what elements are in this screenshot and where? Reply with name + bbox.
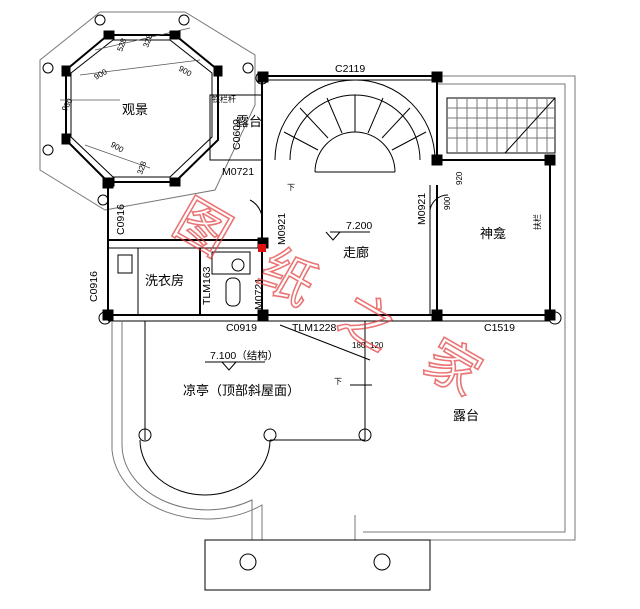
- dim-328-a: 328: [141, 33, 154, 49]
- main-walls: [107, 75, 576, 541]
- code-c0919: C0919: [226, 322, 257, 334]
- dim-900-c: 900: [109, 140, 126, 155]
- code-c1519: C1519: [484, 322, 515, 334]
- elevation-pavilion-text: 7.100（结构）: [210, 349, 278, 362]
- label-down-a: 下: [287, 183, 295, 192]
- room-label-liangting: 凉亭（顶部斜屋面）: [183, 383, 300, 399]
- room-label-zoulang: 走廊: [343, 245, 369, 261]
- code-c0609: C0609: [231, 119, 243, 150]
- room-label-lutai-small: 露台: [236, 115, 262, 130]
- code-tlm163: TLM163: [201, 266, 213, 305]
- label-down-b: 下: [334, 377, 342, 386]
- code-tlm1228: TLM1228: [292, 322, 337, 334]
- elevation-pavilion: 7.100（结构）: [205, 349, 278, 371]
- code-c0916-b: C0916: [88, 271, 100, 302]
- watermark-char-3: 之: [329, 282, 407, 364]
- dim-900-d: 900: [443, 196, 452, 210]
- label-handrail: 扶栏: [532, 214, 542, 230]
- watermark-char-4: 家: [414, 327, 492, 409]
- columns: [42, 14, 562, 442]
- dim-900-a: 900: [93, 67, 110, 82]
- elevation-corridor: 7.200: [325, 220, 372, 241]
- roof-hatch: [446, 97, 556, 154]
- elevation-corridor-text: 7.200: [346, 220, 372, 232]
- code-c0916-a: C0916: [115, 204, 127, 235]
- pavilion: [111, 321, 372, 540]
- dim-120: 120: [370, 341, 384, 350]
- dim-328-b: 328: [135, 160, 148, 176]
- fixtures: [117, 194, 449, 307]
- viewing-tower: [39, 11, 256, 211]
- code-m0921-a: M0921: [276, 213, 288, 245]
- room-label-xiyifang: 洗衣房: [145, 273, 184, 289]
- code-c2119: C2119: [335, 63, 365, 75]
- spiral-stair: [274, 79, 436, 173]
- dim-920: 920: [455, 171, 464, 185]
- code-m0921-b: M0921: [416, 193, 428, 225]
- code-m0721: M0721: [222, 166, 254, 178]
- watermark-char-1: 图: [164, 187, 242, 269]
- code-m0721-b: M0721: [253, 278, 265, 310]
- room-label-guanjing: 观景: [122, 103, 148, 118]
- room-label-lutai-big: 露台: [453, 409, 479, 424]
- dim-528: 528: [115, 37, 128, 53]
- dim-180: 180: [352, 341, 366, 350]
- room-label-shenkan: 神龛: [480, 227, 506, 242]
- dim-980: 980: [60, 96, 75, 113]
- bottom-balcony: [204, 539, 431, 591]
- label-railing: 铁栏杆: [212, 94, 236, 104]
- dim-900-b: 900: [177, 64, 194, 79]
